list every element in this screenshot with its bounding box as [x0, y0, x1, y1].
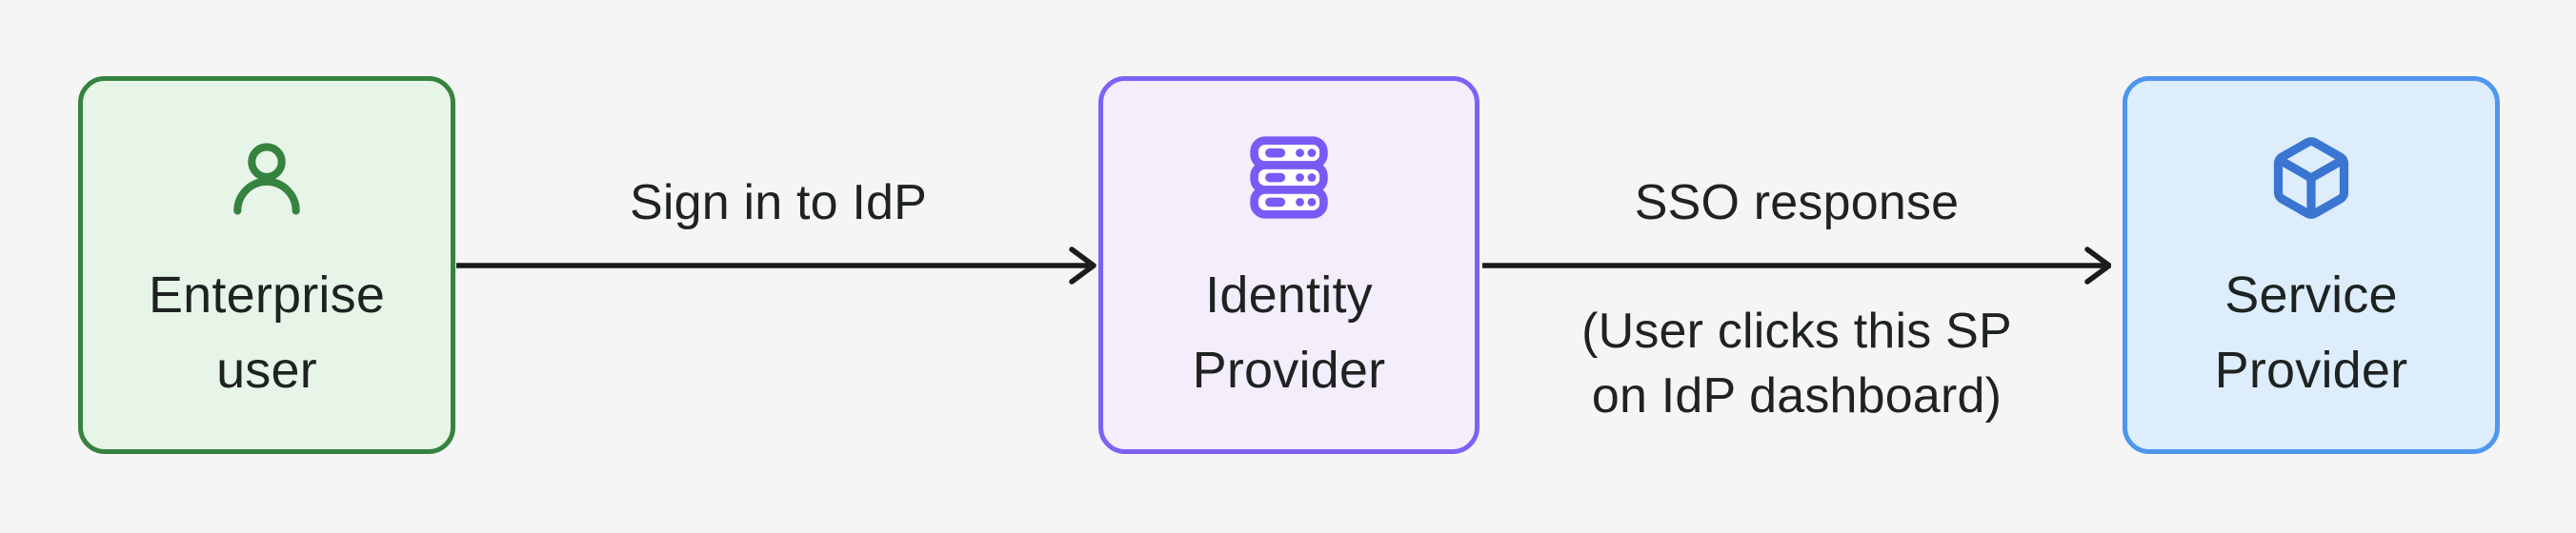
- node-label-line: Service: [2224, 266, 2398, 324]
- node-service-provider: Service Provider: [2123, 76, 2500, 454]
- node-identity-provider-label: Identity Provider: [1193, 258, 1386, 408]
- server-stack-icon: [1250, 136, 1328, 219]
- arrowhead-icon: [2084, 247, 2111, 285]
- node-label-line: Provider: [1192, 342, 1386, 399]
- user-icon: [233, 143, 300, 215]
- node-label-line: Provider: [2214, 342, 2408, 399]
- arrow-sso-response-label: SSO response: [1634, 175, 1960, 230]
- arrow-signin: [456, 247, 1097, 285]
- arrowhead-icon: [1069, 247, 1097, 285]
- sublabel-line: on IdP dashboard): [1591, 368, 2002, 424]
- arrow-sso-response: [1482, 247, 2111, 285]
- cube-icon: [2273, 137, 2349, 219]
- arrow-signin-label: Sign in to IdP: [629, 175, 928, 230]
- arrow-sso-response-sublabel: (User clicks this SP on IdP dashboard): [1435, 299, 2159, 428]
- node-label-line: Enterprise: [148, 266, 386, 324]
- node-label-line: Identity: [1205, 266, 1373, 324]
- node-identity-provider: Identity Provider: [1098, 76, 1479, 454]
- node-enterprise-user-label: Enterprise user: [149, 258, 385, 408]
- node-enterprise-user: Enterprise user: [78, 76, 455, 454]
- node-label-line: user: [216, 342, 317, 399]
- node-service-provider-label: Service Provider: [2215, 258, 2408, 408]
- sublabel-line: (User clicks this SP: [1581, 304, 2012, 359]
